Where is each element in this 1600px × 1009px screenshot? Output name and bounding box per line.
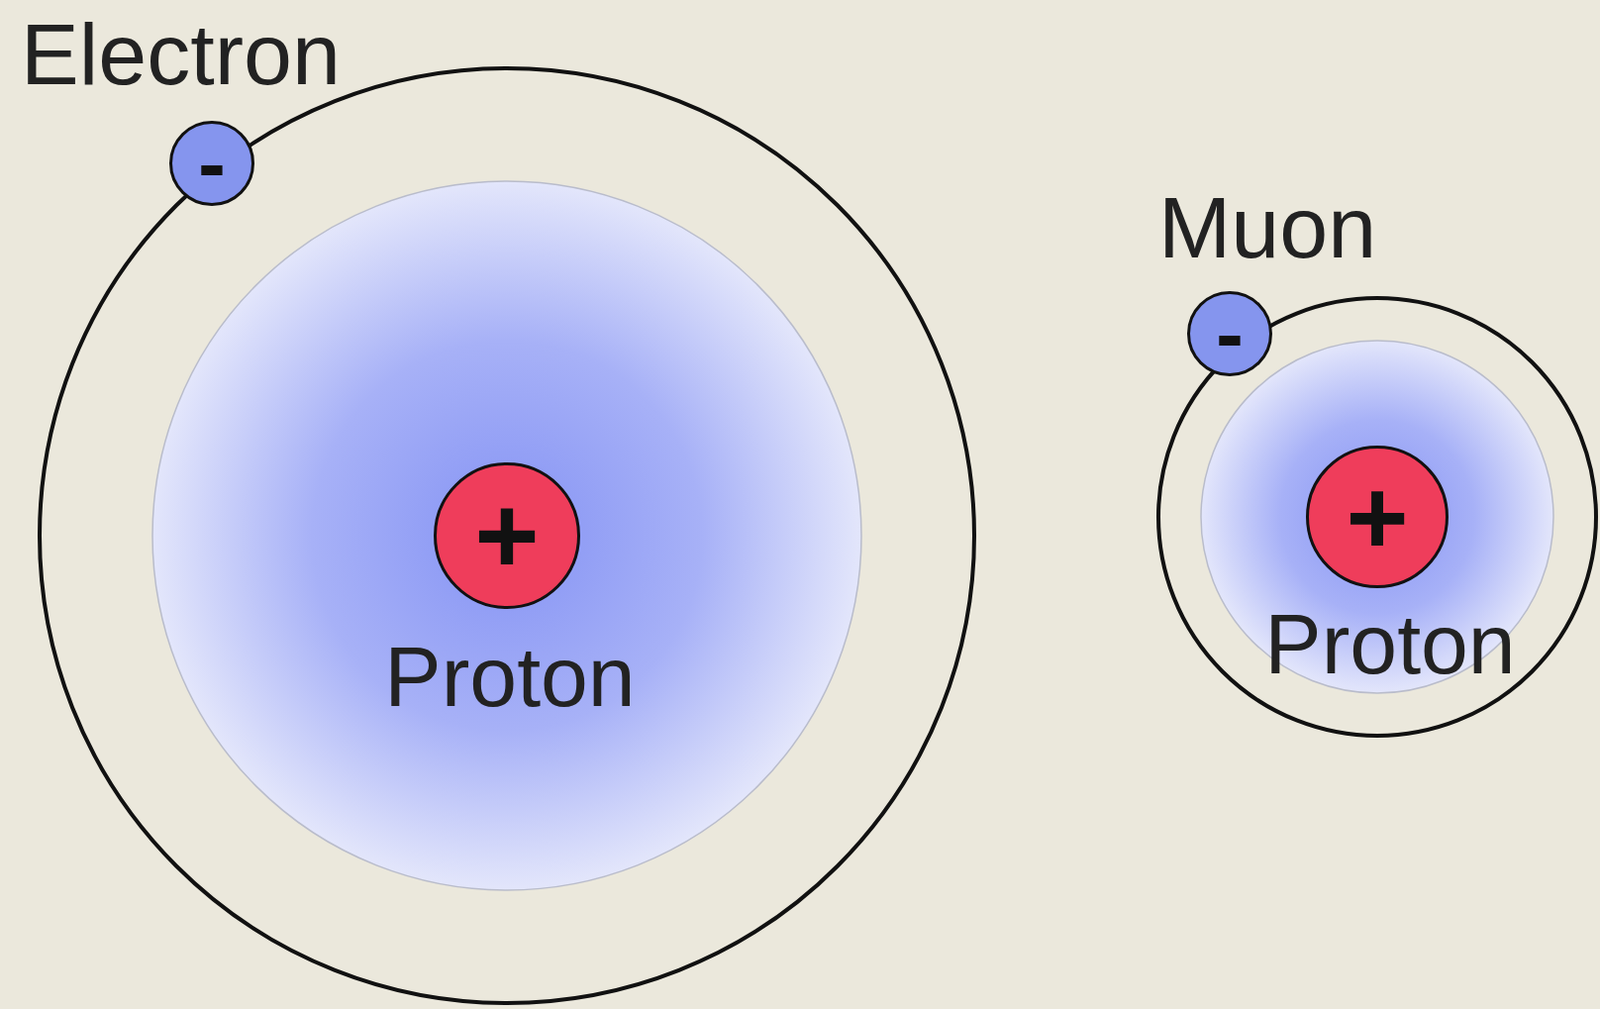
charge-sign: + bbox=[474, 480, 539, 592]
charge-sign: - bbox=[198, 121, 226, 205]
particle-label: Proton bbox=[384, 633, 635, 719]
charge-sign: + bbox=[1345, 463, 1408, 571]
muon-particle: Muon- bbox=[1187, 291, 1273, 377]
particle-circle bbox=[171, 122, 254, 205]
particle-label: Electron bbox=[20, 10, 341, 99]
electron-orbit bbox=[39, 68, 975, 1003]
particle-circle bbox=[1189, 293, 1272, 376]
electron-particle: Electron- bbox=[169, 120, 255, 206]
particle-circle bbox=[435, 464, 580, 608]
particle-label: Muon bbox=[1158, 184, 1377, 272]
charge-sign: - bbox=[1215, 292, 1244, 376]
proton-cloud bbox=[152, 181, 862, 891]
proton-particle: +Proton bbox=[433, 462, 581, 609]
proton-cloud bbox=[1200, 340, 1554, 694]
particle-circle bbox=[1307, 447, 1448, 588]
proton-particle: +Proton bbox=[1305, 445, 1449, 589]
particle-label: Proton bbox=[1264, 600, 1515, 687]
